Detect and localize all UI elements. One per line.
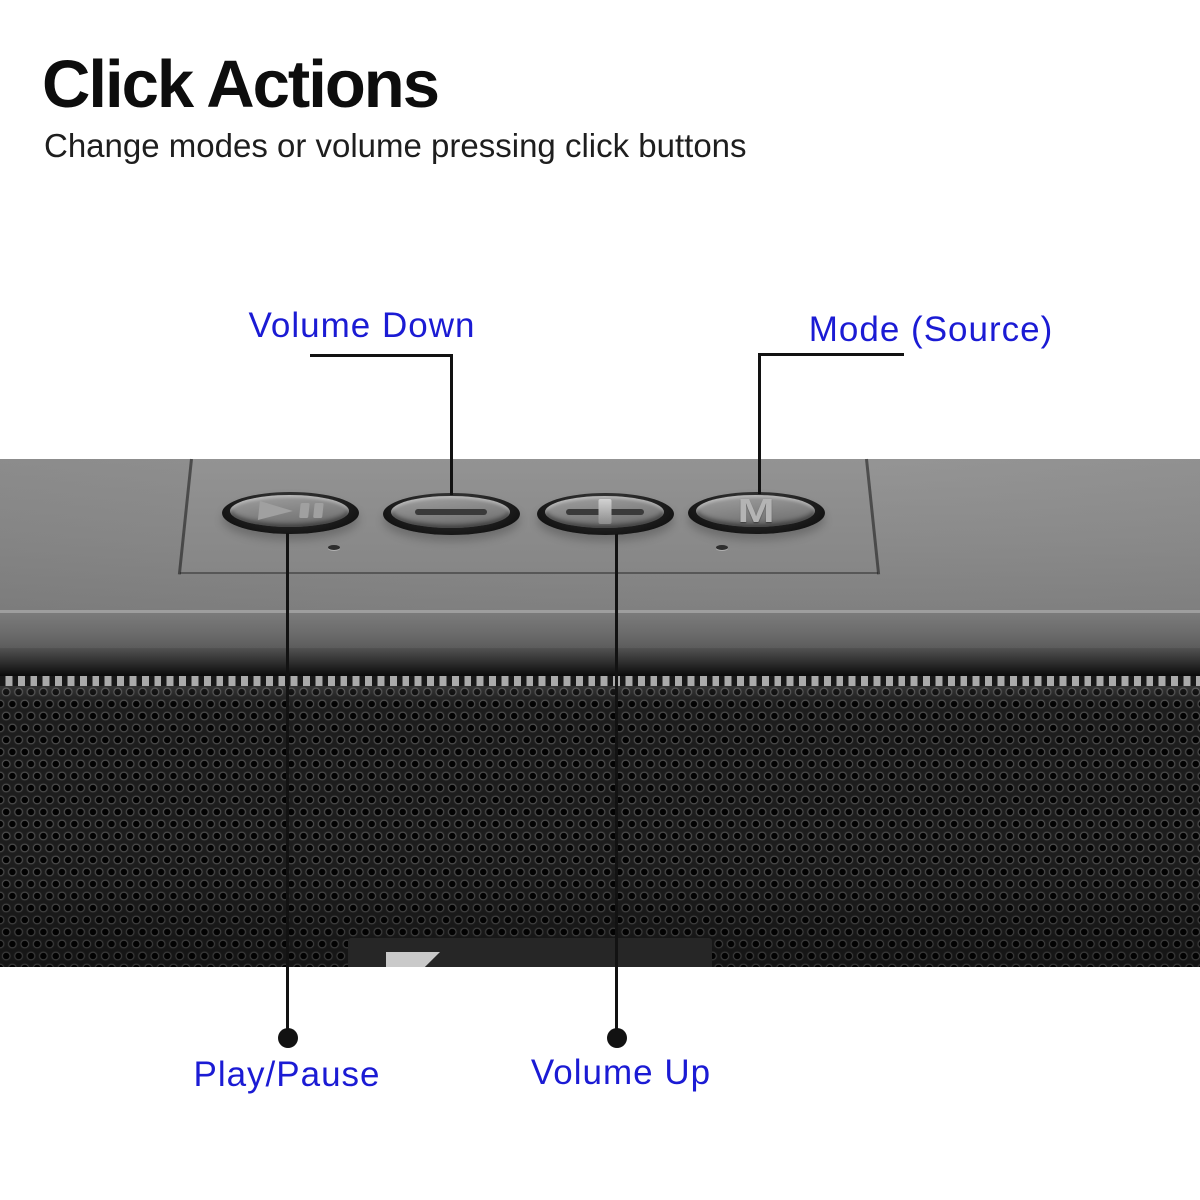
pinhole-led-left [328, 545, 340, 550]
mode-callout-hline [758, 353, 904, 356]
play-pause-icon [257, 501, 324, 520]
volume-up-callout-vline [615, 534, 618, 1038]
volume-up-button-face [545, 496, 664, 528]
volume-down-label: Volume Down [248, 306, 476, 345]
letter-m-icon: M [736, 491, 775, 529]
play-pause-callout-vline [286, 533, 289, 1038]
volume-up-button [537, 493, 674, 535]
volume-down-button [383, 493, 520, 535]
speaker-grille-mesh [0, 686, 1200, 967]
page-title: Click Actions [42, 47, 440, 122]
panel-seam-bottom [180, 572, 878, 574]
play-pause-button-face [230, 495, 349, 527]
mode-button-face: M [696, 491, 815, 529]
mode-callout-vline [758, 353, 761, 494]
volume-down-callout-hline [310, 354, 453, 357]
front-dark-strip [0, 648, 1200, 676]
front-edge-highlight [0, 610, 1200, 613]
volume-up-callout-dot [607, 1028, 627, 1048]
volume-down-button-face [391, 496, 510, 528]
front-bezel [0, 613, 1200, 648]
volume-up-label: Volume Up [530, 1053, 712, 1092]
page-subtitle: Change modes or volume pressing click bu… [44, 127, 747, 164]
play-pause-label: Play/Pause [193, 1055, 381, 1094]
minus-icon [414, 509, 487, 515]
pinhole-led-right [716, 545, 728, 550]
grille-top-highlight [0, 676, 1200, 686]
play-pause-callout-dot [278, 1028, 298, 1048]
grille-shading [0, 686, 1200, 967]
mode-button: M [688, 492, 825, 534]
plus-icon-vertical [598, 499, 611, 524]
play-pause-button [222, 492, 359, 534]
volume-down-callout-vline [450, 354, 453, 495]
bottom-notch [386, 952, 440, 967]
mode-source-label: Mode (Source) [808, 310, 1054, 349]
